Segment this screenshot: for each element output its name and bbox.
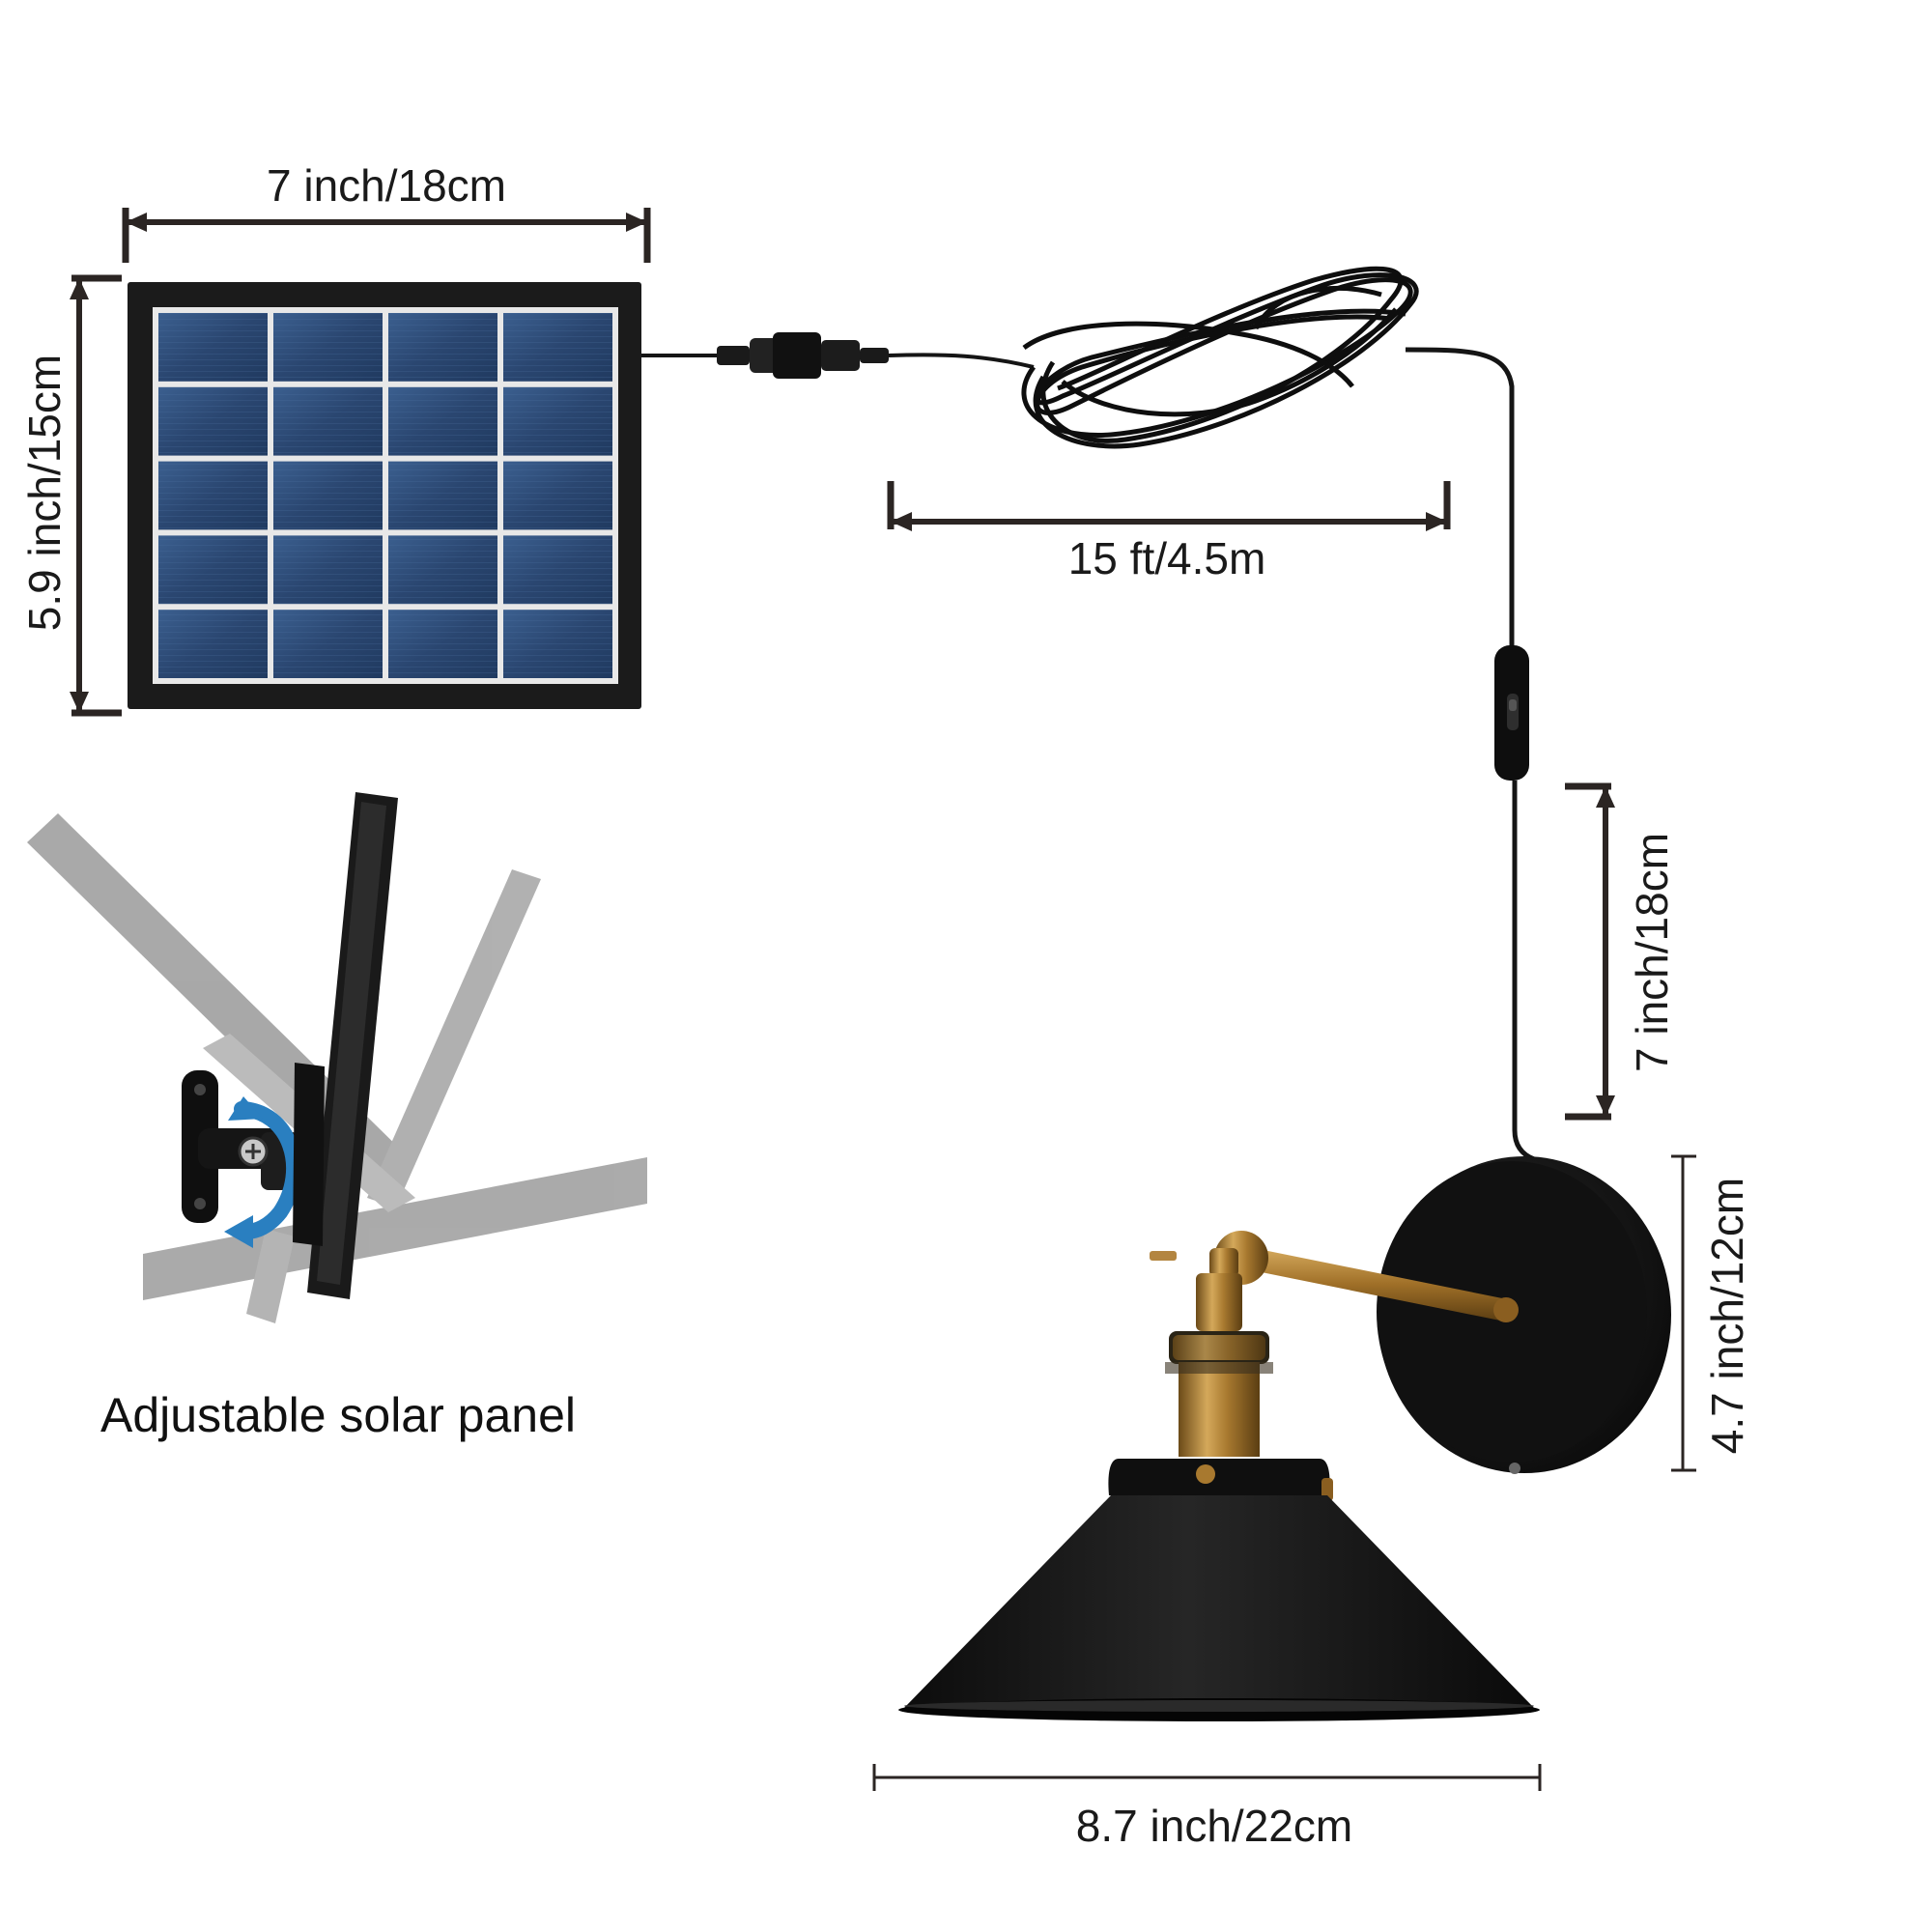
solar-cell-texture	[158, 461, 268, 530]
panel-height-dimension: 5.9 inch/15cm	[19, 274, 122, 717]
solar-cell-texture	[503, 610, 612, 678]
upright-panel	[293, 792, 398, 1299]
solar-cell-texture	[273, 535, 383, 605]
solar-cell-texture	[503, 386, 612, 456]
base-height-label: 4.7 inch/12cm	[1702, 1178, 1752, 1454]
solar-cell-grid	[158, 313, 612, 678]
mount-bracket	[182, 1070, 299, 1223]
coiled-cable	[1021, 266, 1419, 449]
solar-cell-texture	[158, 386, 268, 456]
wall-base	[1377, 1156, 1671, 1474]
drop-length-dimension: 7 inch/18cm	[1565, 782, 1677, 1121]
solar-cell-texture	[503, 461, 612, 530]
solar-cell-texture	[158, 535, 268, 605]
inline-switch-icon	[1494, 645, 1529, 781]
cable-length-dimension: 15 ft/4.5m	[887, 481, 1451, 583]
solar-cell-texture	[388, 610, 497, 678]
rotate-arrow-icon	[224, 1096, 302, 1248]
solar-cell-texture	[273, 461, 383, 530]
power-cable	[641, 266, 1536, 1162]
solar-cell-texture	[503, 535, 612, 605]
adjustable-panel-illustration	[27, 792, 647, 1323]
wall-lamp	[898, 1156, 1671, 1721]
cable-length-label: 15 ft/4.5m	[1068, 533, 1266, 583]
solar-cell-texture	[273, 386, 383, 456]
solar-cell-texture	[388, 313, 497, 382]
solar-cell-texture	[388, 535, 497, 605]
solar-cell-texture	[158, 610, 268, 678]
base-height-dimension: 4.7 inch/12cm	[1671, 1154, 1752, 1472]
adjustable-panel-caption: Adjustable solar panel	[100, 1388, 576, 1442]
shade-width-dimension: 8.7 inch/22cm	[872, 1764, 1542, 1851]
solar-cell-texture	[273, 313, 383, 382]
panel-width-label: 7 inch/18cm	[267, 160, 506, 211]
lamp-shade	[898, 1495, 1540, 1721]
shade-width-label: 8.7 inch/22cm	[1076, 1801, 1352, 1851]
lamp-shade-cap	[1108, 1459, 1333, 1501]
drop-length-label: 7 inch/18cm	[1627, 833, 1677, 1072]
brass-arm	[1150, 1231, 1519, 1331]
solar-cell-texture	[388, 386, 497, 456]
solar-cell-texture	[273, 610, 383, 678]
solar-panel	[128, 282, 641, 709]
solar-cell-texture	[388, 461, 497, 530]
lamp-socket	[1165, 1331, 1273, 1457]
panel-width-dimension: 7 inch/18cm	[122, 160, 651, 263]
panel-height-label: 5.9 inch/15cm	[19, 355, 70, 631]
solar-cell-texture	[158, 313, 268, 382]
solar-cell-texture	[503, 313, 612, 382]
